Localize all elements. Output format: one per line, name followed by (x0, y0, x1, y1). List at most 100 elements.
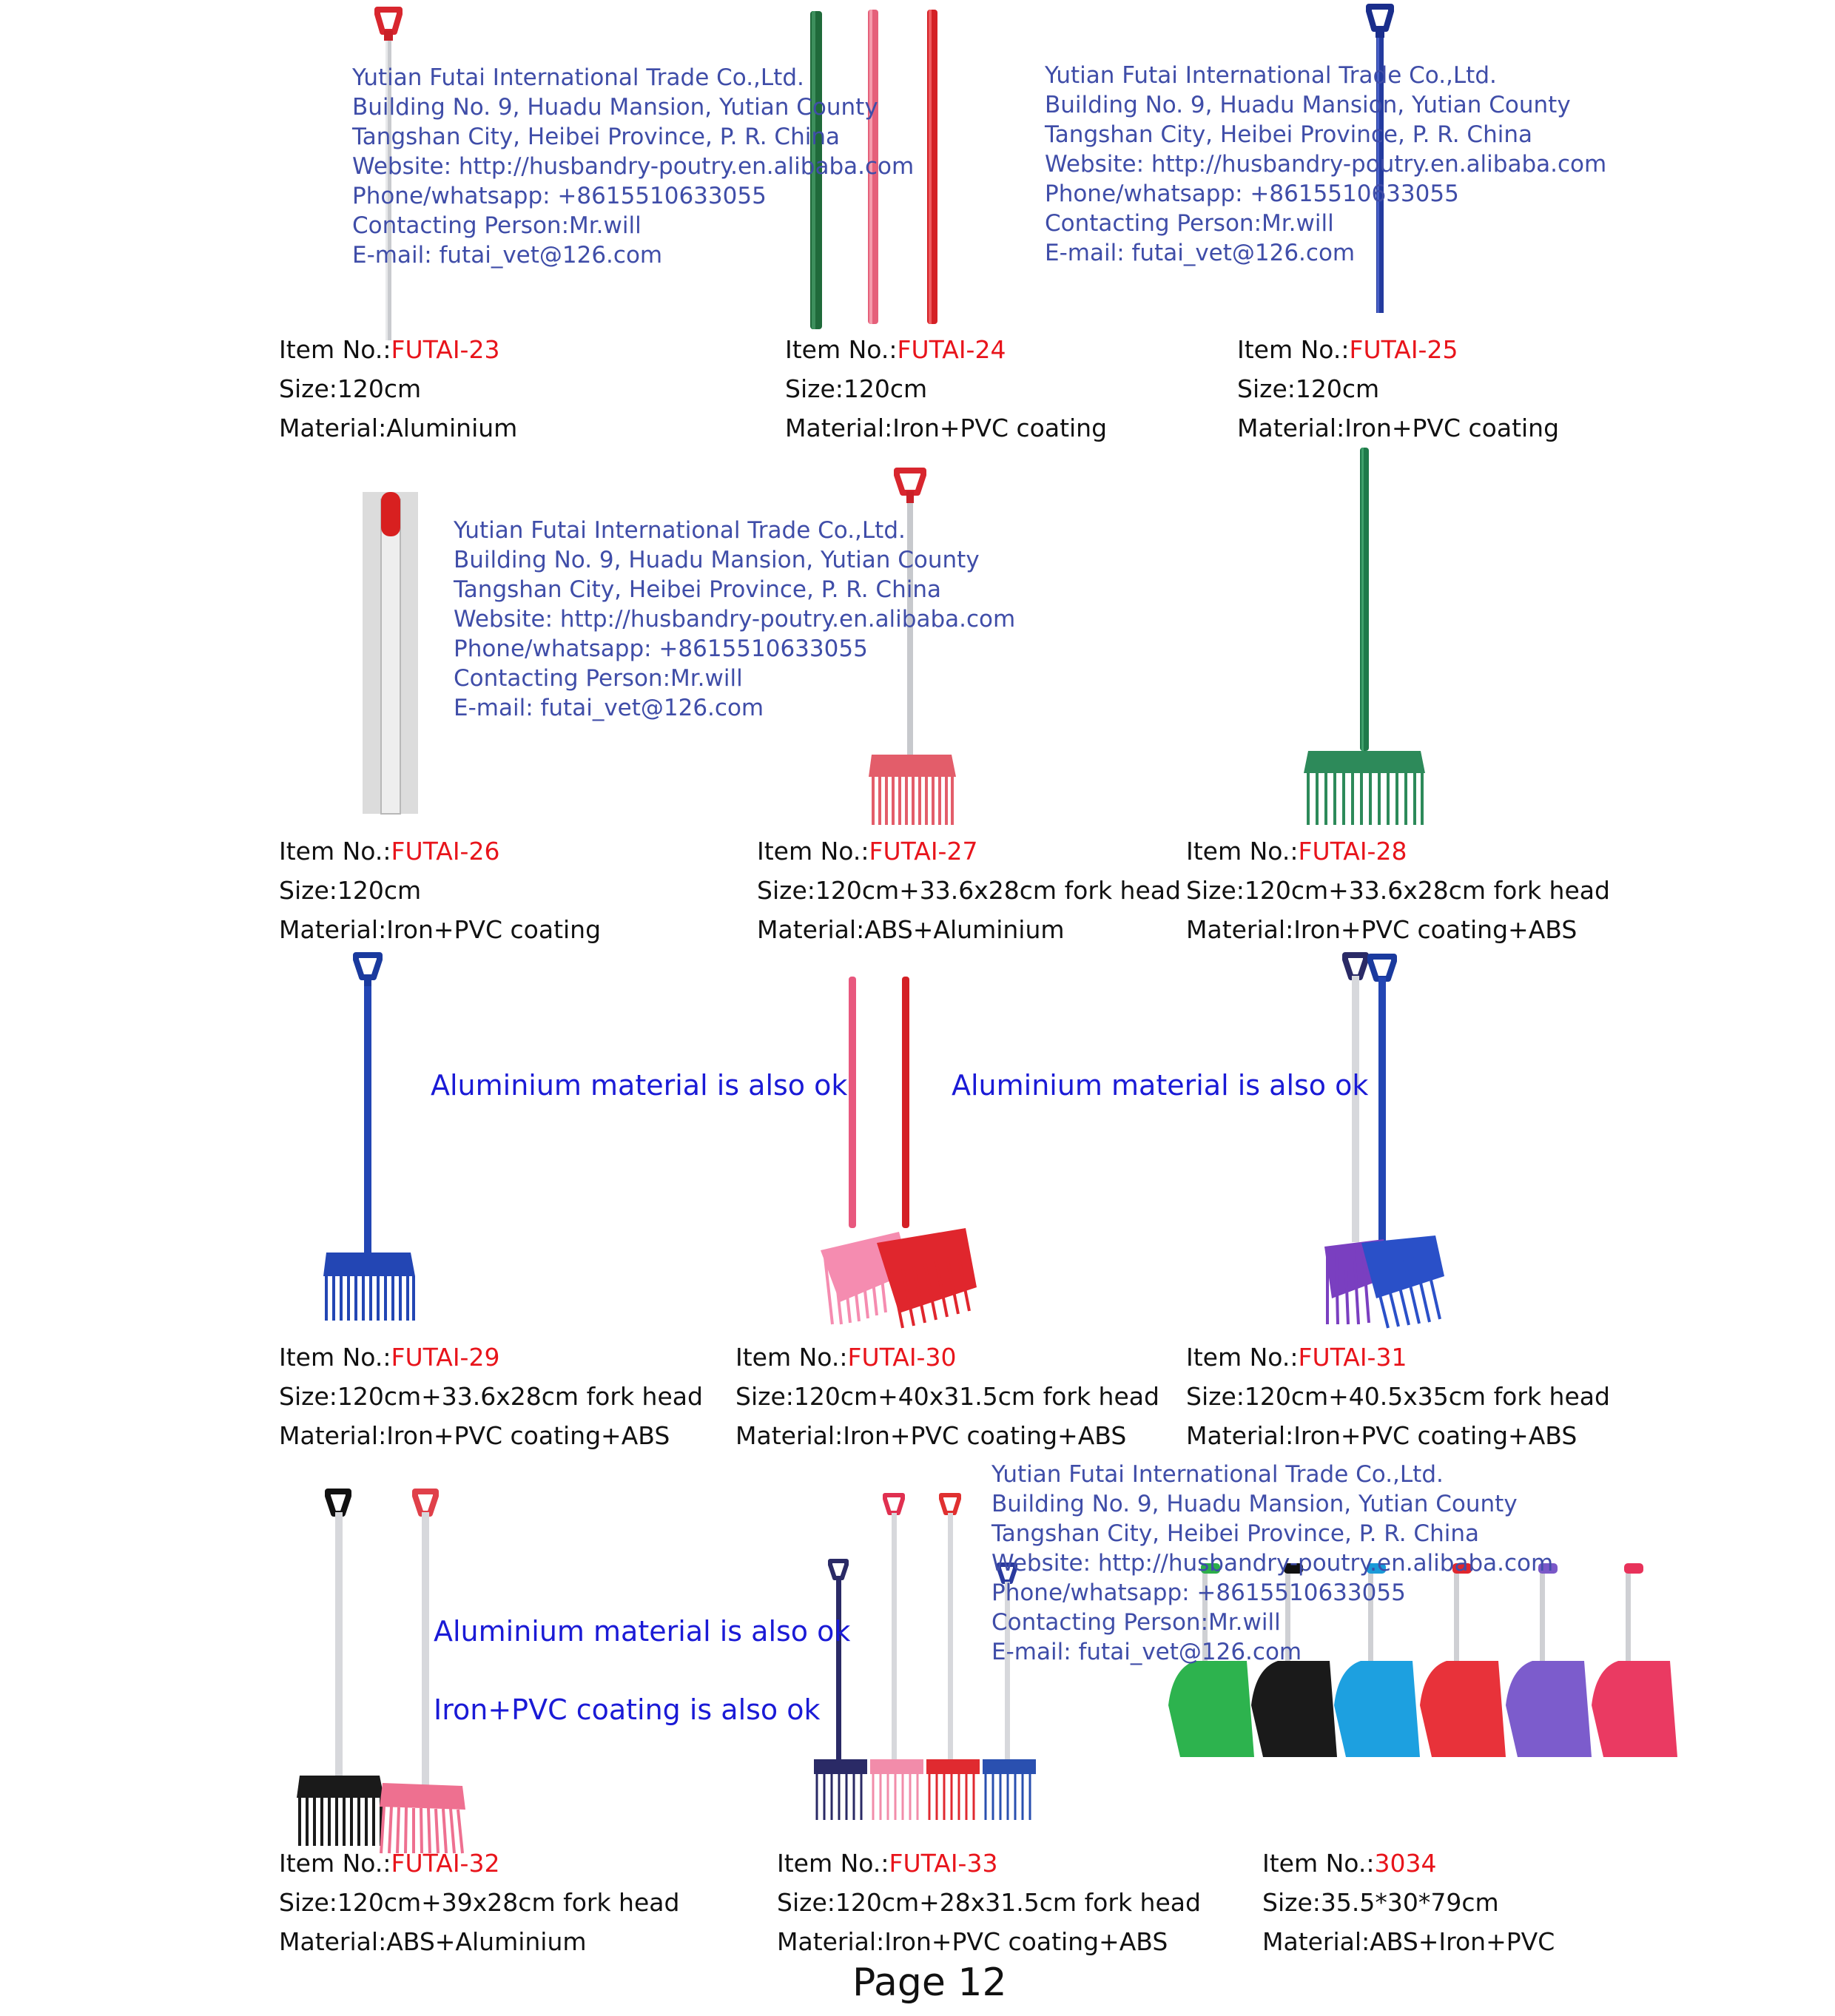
size-label: Size: (279, 374, 337, 403)
company-name: Yutian Futai International Trade Co.,Ltd… (352, 64, 804, 91)
company-email: E-mail: futai_vet@126.com (991, 1639, 1302, 1665)
company-email: E-mail: futai_vet@126.com (454, 695, 764, 721)
company-name: Yutian Futai International Trade Co.,Ltd… (991, 1461, 1444, 1488)
item-number: FUTAI-26 (391, 837, 500, 866)
company-contact: Contacting Person:Mr.will (454, 665, 743, 692)
company-email: E-mail: futai_vet@126.com (352, 242, 663, 269)
product-spec-futai-27: Item No.:FUTAI-27 Size:120cm+33.6x28cm f… (757, 832, 1181, 949)
company-address: Tangshan City, Heibei Province, P. R. Ch… (991, 1520, 1479, 1547)
material-label: Material: (777, 1927, 885, 1956)
company-contact: Contacting Person:Mr.will (352, 212, 642, 239)
size-value: 120cm+33.6x28cm fork head (1244, 876, 1610, 905)
item-label: Item No.: (757, 837, 869, 866)
product-image-futai-26 (363, 492, 418, 815)
size-label: Size: (757, 876, 815, 905)
item-number: 3034 (1374, 1849, 1437, 1878)
material-label: Material: (757, 915, 865, 944)
product-spec-futai-25: Item No.:FUTAI-25 Size:120cm Material:Ir… (1237, 330, 1559, 448)
item-number: FUTAI-32 (391, 1849, 500, 1878)
item-number: FUTAI-33 (889, 1849, 998, 1878)
size-value: 120cm+33.6x28cm fork head (815, 876, 1181, 905)
company-address: Tangshan City, Heibei Province, P. R. Ch… (454, 576, 941, 603)
product-spec-futai-29: Item No.:FUTAI-29 Size:120cm+33.6x28cm f… (279, 1338, 703, 1455)
item-label: Item No.: (1186, 837, 1299, 866)
product-spec-futai-26: Item No.:FUTAI-26 Size:120cm Material:Ir… (279, 832, 601, 949)
size-label: Size: (1186, 1382, 1245, 1411)
company-website: Website: http://husbandry-poutry.en.alib… (1045, 151, 1607, 178)
company-website: Website: http://husbandry-poutry.en.alib… (454, 606, 1016, 633)
size-value: 120cm+40.5x35cm fork head (1244, 1382, 1610, 1411)
material-value: Iron+PVC coating (1344, 414, 1560, 442)
material-label: Material: (279, 1927, 387, 1956)
material-value: Iron+PVC coating+ABS (1293, 915, 1578, 944)
material-label: Material: (1186, 915, 1294, 944)
size-value: 35.5*30*79cm (1320, 1888, 1499, 1917)
company-phone: Phone/whatsapp: +8615510633055 (454, 636, 868, 662)
size-value: 120cm+40x31.5cm fork head (793, 1382, 1159, 1411)
item-number: FUTAI-23 (391, 335, 500, 364)
product-image-futai-23 (374, 7, 403, 340)
size-label: Size: (279, 1888, 337, 1917)
item-label: Item No.: (279, 837, 391, 866)
material-note: Iron+PVC coating is also ok (434, 1693, 821, 1726)
item-label: Item No.: (1237, 335, 1350, 364)
company-website: Website: http://husbandry-poutry.en.alib… (352, 153, 915, 180)
size-label: Size: (1237, 374, 1296, 403)
material-label: Material: (279, 1421, 387, 1450)
product-spec-futai-28: Item No.:FUTAI-28 Size:120cm+33.6x28cm f… (1186, 832, 1610, 949)
item-number: FUTAI-29 (391, 1343, 500, 1372)
material-value: Iron+PVC coating+ABS (1293, 1421, 1578, 1450)
product-image-futai-33 (814, 1493, 1036, 1820)
company-address: Building No. 9, Huadu Mansion, Yutian Co… (454, 547, 980, 573)
company-address: Building No. 9, Huadu Mansion, Yutian Co… (991, 1491, 1518, 1517)
item-label: Item No.: (777, 1849, 889, 1878)
item-number: FUTAI-31 (1298, 1343, 1407, 1372)
size-label: Size: (1186, 876, 1245, 905)
product-spec-futai-32: Item No.:FUTAI-32 Size:120cm+39x28cm for… (279, 1844, 679, 1961)
material-label: Material: (1186, 1421, 1294, 1450)
material-value: ABS+Iron+PVC (1370, 1927, 1555, 1956)
product-spec-futai-24: Item No.:FUTAI-24 Size:120cm Material:Ir… (785, 330, 1107, 448)
company-website: Website: http://husbandry-poutry.en.alib… (991, 1550, 1554, 1577)
size-value: 120cm+28x31.5cm fork head (835, 1888, 1201, 1917)
product-spec-futai-31: Item No.:FUTAI-31 Size:120cm+40.5x35cm f… (1186, 1338, 1610, 1455)
company-address: Building No. 9, Huadu Mansion, Yutian Co… (1045, 92, 1571, 118)
company-address: Building No. 9, Huadu Mansion, Yutian Co… (352, 94, 878, 121)
product-image-futai-28 (1304, 448, 1425, 825)
size-value: 120cm (337, 374, 422, 403)
material-value: Aluminium (386, 414, 518, 442)
company-info-block: Yutian Futai International Trade Co.,Ltd… (454, 516, 1015, 723)
page-number: Page 12 (852, 1961, 1007, 2005)
material-label: Material: (279, 915, 387, 944)
company-name: Yutian Futai International Trade Co.,Ltd… (1045, 62, 1497, 89)
item-label: Item No.: (1186, 1343, 1299, 1372)
product-image-futai-29 (323, 952, 415, 1321)
item-number: FUTAI-27 (869, 837, 978, 866)
product-image-futai-25 (1366, 4, 1394, 313)
item-label: Item No.: (279, 1343, 391, 1372)
item-label: Item No.: (279, 335, 391, 364)
item-number: FUTAI-30 (847, 1343, 957, 1372)
size-label: Size: (1262, 1888, 1321, 1917)
product-image-futai-32 (297, 1489, 465, 1854)
material-label: Material: (735, 1421, 844, 1450)
company-address: Tangshan City, Heibei Province, P. R. Ch… (352, 124, 840, 150)
company-phone: Phone/whatsapp: +8615510633055 (1045, 181, 1459, 207)
item-number: FUTAI-28 (1298, 837, 1407, 866)
product-spec-3034: Item No.:3034 Size:35.5*30*79cm Material… (1262, 1844, 1555, 1961)
item-label: Item No.: (1262, 1849, 1375, 1878)
size-label: Size: (777, 1888, 835, 1917)
product-image-futai-24 (810, 10, 937, 329)
size-value: 120cm (843, 374, 928, 403)
size-value: 120cm (1295, 374, 1380, 403)
item-label: Item No.: (735, 1343, 848, 1372)
company-name: Yutian Futai International Trade Co.,Ltd… (454, 517, 906, 544)
size-label: Size: (279, 876, 337, 905)
material-value: Iron+PVC coating+ABS (843, 1421, 1127, 1450)
product-image-futai-31 (1324, 952, 1444, 1329)
material-note: Aluminium material is also ok (952, 1069, 1369, 1102)
material-note: Aluminium material is also ok (431, 1069, 848, 1102)
item-number: FUTAI-25 (1349, 335, 1458, 364)
size-label: Size: (785, 374, 844, 403)
size-label: Size: (735, 1382, 794, 1411)
